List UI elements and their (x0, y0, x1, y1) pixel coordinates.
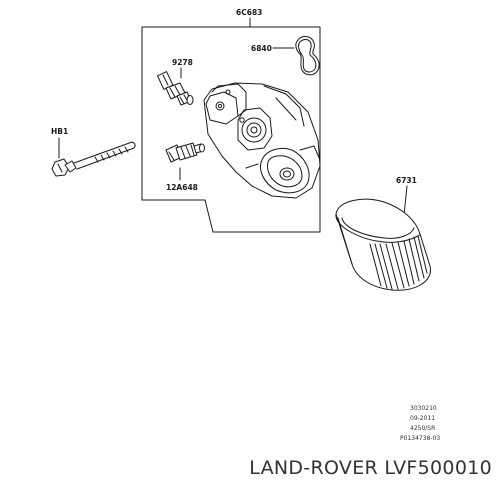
part-caption: LAND-ROVER LVF500010 (249, 457, 492, 479)
sensor-12a648 (165, 142, 205, 163)
gasket-6840 (295, 35, 320, 76)
stamp-line-3: 4250/SR (410, 425, 435, 432)
callout-bolt: HB1 (51, 127, 68, 136)
oil-filter-housing (203, 82, 321, 199)
stamp-line-1: 3030210 (410, 405, 437, 412)
callout-gasket: 6840 (251, 44, 272, 53)
callout-sensor-bottom: 12A648 (166, 183, 198, 192)
callout-assembly: 6C683 (236, 8, 262, 17)
bolt-hb1 (51, 141, 136, 177)
sensor-9278 (157, 71, 194, 106)
stamp-line-2: 09-2011 (410, 415, 435, 422)
leader-oil-filter (403, 185, 408, 216)
oil-filter-6731 (335, 198, 431, 291)
assembly-bracket (141, 17, 321, 233)
stamp-line-4: P0134738-03 (400, 435, 440, 442)
callout-sensor-top: 9278 (172, 58, 193, 67)
callout-oil-filter: 6731 (396, 176, 417, 185)
